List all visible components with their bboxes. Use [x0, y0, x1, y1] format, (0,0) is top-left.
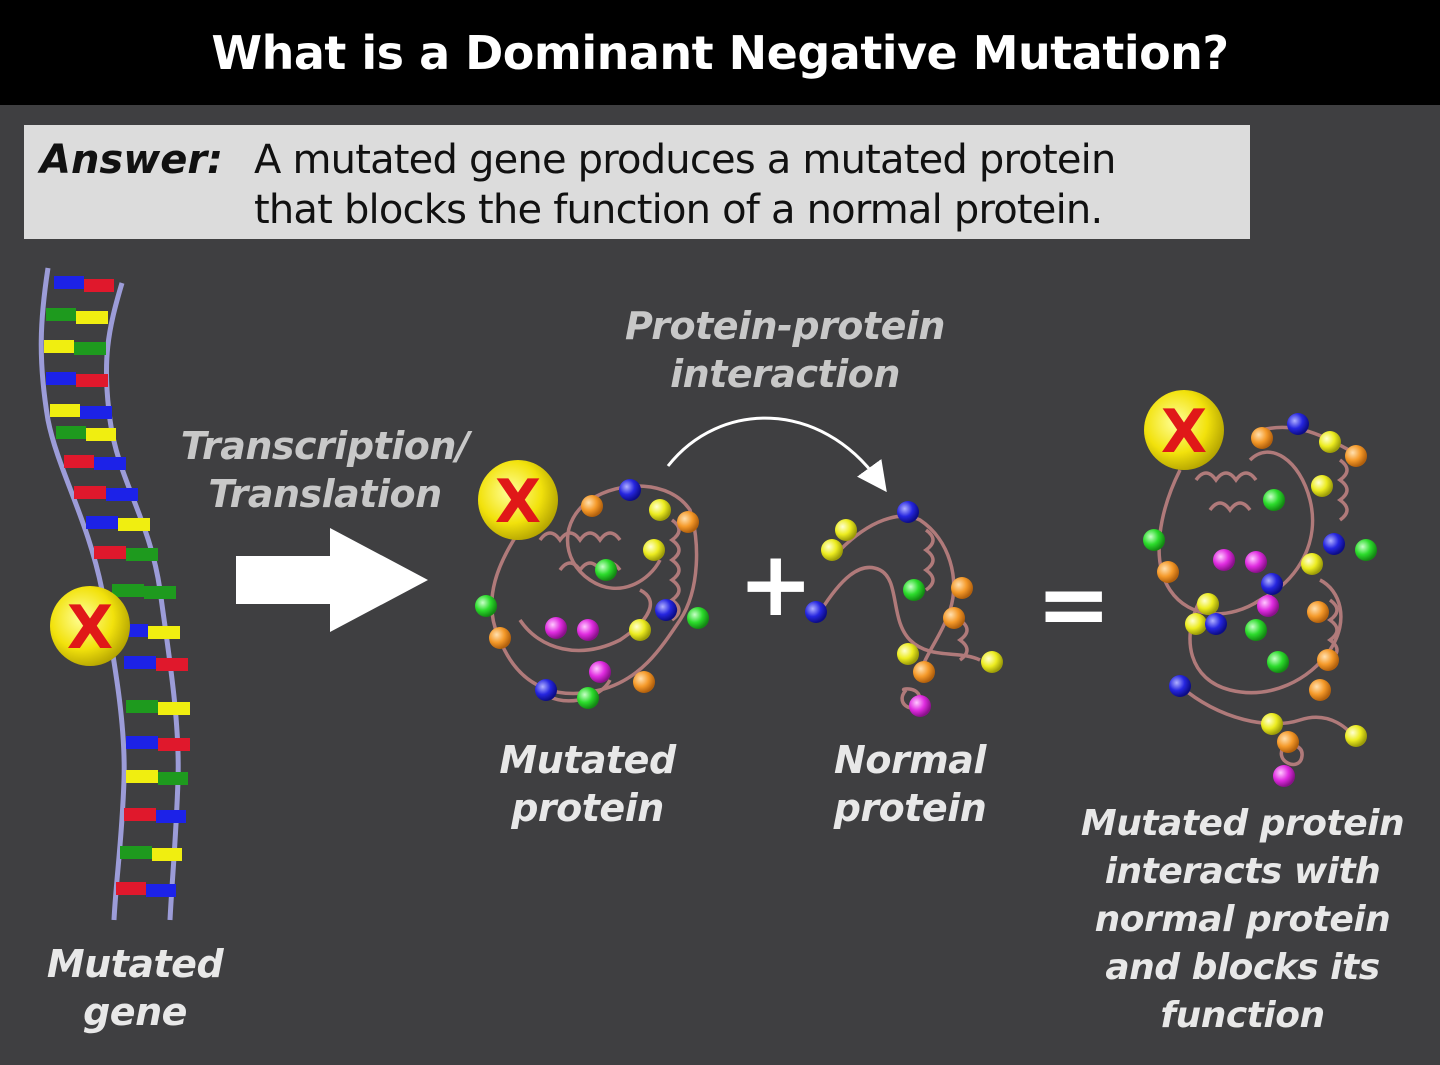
equals-sign: =	[1036, 552, 1112, 657]
answer-box: Answer: A mutated gene produces a mutate…	[24, 125, 1250, 239]
protein-mutation-marker: X	[478, 460, 558, 540]
complex-mutation-x: X	[1161, 397, 1207, 467]
base-pair	[54, 276, 114, 292]
gene-mutation-x: X	[67, 593, 113, 663]
base-pair	[126, 700, 190, 715]
answer-label: Answer:	[40, 137, 224, 183]
plus-sign: +	[738, 532, 814, 637]
complex-mutation-marker: X	[1144, 390, 1224, 470]
base-pair	[124, 808, 186, 823]
mutated-protein-beads	[475, 479, 709, 709]
dna-base-pairs	[44, 276, 190, 897]
mutated-protein-label: Mutated protein	[470, 736, 705, 832]
mutated-gene-label: Mutated gene	[20, 940, 250, 1036]
complex-chain	[1157, 425, 1361, 767]
base-pair	[74, 486, 138, 501]
label-line: Protein-protein	[625, 304, 945, 348]
result-label: Mutated protein interacts with normal pr…	[1060, 800, 1425, 1040]
protein-complex: X	[1143, 390, 1377, 787]
base-pair	[44, 340, 106, 355]
answer-line-2: that blocks the function of a normal pro…	[254, 187, 1103, 233]
label-line: Translation	[208, 472, 442, 516]
label-line: protein	[511, 786, 664, 830]
label-line: Mutated	[46, 942, 224, 986]
answer-line-1: A mutated gene produces a mutated protei…	[254, 137, 1116, 183]
label-line: Transcription/	[180, 424, 470, 468]
label-line: protein	[833, 786, 987, 830]
label-line: Mutated	[499, 738, 676, 782]
title-bar: What is a Dominant Negative Mutation?	[0, 0, 1440, 105]
dna-strand: X	[38, 267, 190, 921]
base-pair	[46, 308, 108, 324]
base-pair	[86, 516, 150, 531]
label-line: normal protein	[1094, 899, 1391, 940]
gene-mutation-marker: X	[50, 586, 130, 666]
protein-interaction-label: Protein-protein interaction	[600, 302, 970, 398]
interaction-arrow	[666, 416, 887, 493]
mutated-protein: X	[475, 460, 709, 709]
transcription-translation-label: Transcription/ Translation	[160, 422, 490, 518]
complex-beads	[1143, 413, 1377, 787]
label-line: and blocks its	[1105, 947, 1380, 988]
label-line: interacts with	[1104, 851, 1381, 892]
answer-text: A mutated gene produces a mutated protei…	[254, 135, 1116, 235]
normal-protein-chain	[818, 514, 981, 710]
protein-mutation-x: X	[495, 467, 541, 537]
base-pair	[94, 546, 158, 561]
normal-protein-label: Normal protein	[790, 736, 1030, 832]
base-pair	[126, 770, 188, 785]
transcription-arrow	[236, 528, 428, 632]
label-line: gene	[83, 990, 187, 1034]
page-title: What is a Dominant Negative Mutation?	[211, 25, 1229, 80]
normal-protein-beads	[805, 501, 1003, 717]
base-pair	[124, 656, 188, 671]
base-pair	[120, 846, 182, 861]
base-pair	[46, 372, 108, 387]
label-line: interaction	[670, 352, 900, 396]
label-line: Normal	[834, 738, 986, 782]
label-line: Mutated protein	[1080, 803, 1405, 844]
normal-protein	[805, 501, 1003, 717]
base-pair	[126, 736, 190, 751]
label-line: function	[1160, 995, 1325, 1036]
base-pair	[50, 404, 112, 419]
base-pair	[116, 882, 176, 897]
base-pair	[56, 426, 116, 441]
base-pair	[64, 455, 126, 470]
base-pair	[112, 584, 176, 599]
